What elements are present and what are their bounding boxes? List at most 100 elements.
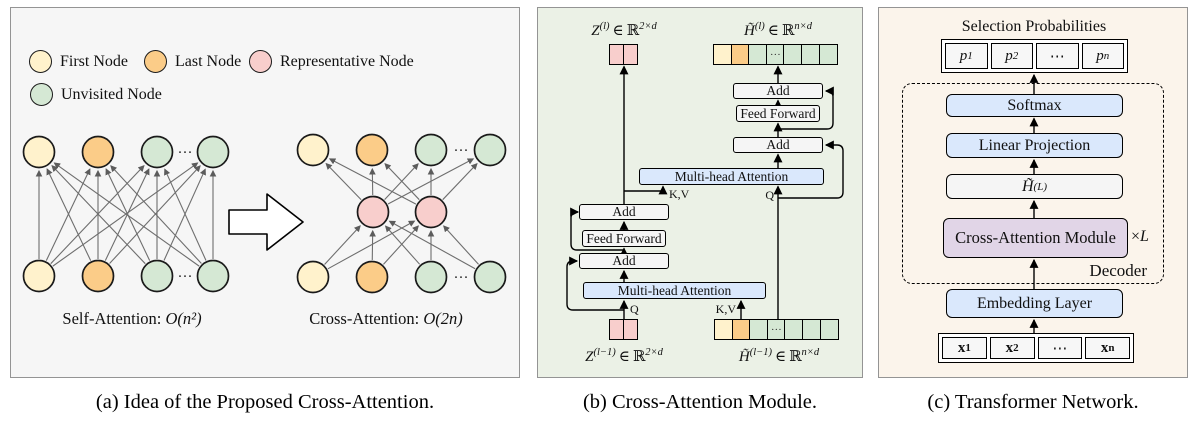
caption-b: (b) Cross-Attention Module. [582, 391, 818, 413]
caption-c: (c) Transformer Network. [927, 391, 1139, 413]
h-in-label: H̃(l−1)∈ℝn×d [738, 347, 820, 365]
attention-edge [327, 220, 416, 270]
array-cell [749, 319, 769, 340]
attention-edge [51, 164, 146, 265]
array-cell-dots: ··· [765, 44, 785, 65]
hidden-state-box: H̃(L) [946, 174, 1123, 199]
decoder-dashed-box [902, 83, 1164, 284]
panel-cross-attention-module: Z(l)∈ℝ2×d H̃(l)∈ℝn×d ··· Add Feed Forwar… [537, 7, 863, 378]
array-cell [819, 319, 839, 340]
attention-edge [50, 164, 145, 265]
node-unvisited [140, 259, 174, 293]
graph-nodes [22, 133, 507, 294]
q-port-label: Q [765, 188, 774, 202]
z-out-array [609, 44, 638, 65]
ellipsis-dots: ··· ··· ··· ··· [178, 143, 469, 286]
network-wires-canvas [1029, 73, 1039, 333]
node-last [81, 259, 115, 293]
attention-edge [164, 168, 207, 261]
attention-edge [388, 220, 476, 270]
cross-attention-module-box: Cross-Attention Module [943, 218, 1128, 258]
attention-edge [384, 225, 421, 265]
linear-projection-box: Linear Projection [946, 133, 1123, 158]
attention-edge [328, 158, 417, 205]
q-port-label: Q [630, 302, 639, 316]
array-cell [783, 44, 803, 65]
multi-head-attention-box: Multi-head Attention [583, 282, 766, 299]
legend-item-unvisited-node: Unvisited Node [30, 83, 162, 106]
caption-a: (a) Idea of the Proposed Cross-Attention… [95, 391, 435, 413]
legend-item-last-node: Last Node [144, 50, 241, 73]
add-box: Add [733, 83, 823, 99]
self-attention-edges [35, 162, 217, 267]
embedding-layer-box: Embedding Layer [946, 289, 1123, 318]
node-first [22, 259, 56, 293]
legend-item-representative-node: Representative Node [249, 50, 414, 73]
feed-forward-box: Feed Forward [582, 230, 666, 247]
dots-label: ··· [178, 269, 193, 285]
legend-label: Unvisited Node [61, 85, 162, 103]
array-cell [713, 44, 732, 65]
cross-attention-complexity-label: Cross-Attention: O(2n) [276, 309, 496, 329]
attention-edge [110, 165, 202, 264]
attention-edge [384, 162, 420, 201]
last-node-swatch [144, 50, 167, 73]
array-cell [784, 319, 804, 340]
dots-label: ··· [178, 145, 193, 161]
array-cell-dots: ··· [766, 319, 786, 340]
array-cell [622, 319, 638, 340]
attention-edge [442, 162, 478, 201]
node-unvisited [196, 135, 230, 169]
complexity-math: O(n²) [165, 309, 202, 328]
attention-edge [52, 162, 199, 267]
multi-head-attention-box: Multi-head Attention [639, 168, 824, 185]
legend-label: Representative Node [280, 52, 414, 70]
node-last [355, 260, 389, 294]
input-cell-dots: ⋯ [1037, 337, 1083, 359]
node-last [355, 133, 389, 167]
array-cell [731, 319, 751, 340]
module-arrows [566, 65, 844, 319]
attention-edge [325, 162, 362, 201]
attention-edge [46, 168, 92, 261]
node-unvisited [473, 260, 507, 294]
node-unvisited [414, 133, 448, 167]
attention-edge [384, 163, 419, 200]
add-box: Add [579, 204, 669, 220]
array-cell [714, 319, 733, 340]
z-in-array [609, 319, 638, 340]
node-representative [356, 195, 390, 229]
array-cell [748, 44, 768, 65]
self-attention-complexity-label: Self-Attention: O(n²) [22, 309, 242, 329]
z-in-label: Z(l−1)∈ℝ2×d [585, 347, 663, 365]
selection-probabilities-title: Selection Probabilities [961, 18, 1107, 35]
unvisited-node-swatch [30, 83, 53, 106]
label-text: Self-Attention: [62, 309, 162, 328]
node-first [296, 260, 330, 294]
z-out-label: Z(l)∈ℝ2×d [591, 21, 657, 39]
decoder-label: Decoder [1089, 261, 1147, 280]
hidden-base: H̃ [1021, 177, 1034, 195]
h-out-label: H̃(l)∈ℝn×d [744, 21, 812, 39]
legend-label: Last Node [175, 52, 242, 70]
legend-label: First Node [60, 52, 128, 70]
cross-attention-edges [324, 158, 479, 270]
label-text: Cross-Attention: [309, 309, 420, 328]
attention-edge [109, 165, 201, 264]
kv-port-label: K,V [715, 302, 736, 316]
node-unvisited [414, 260, 448, 294]
node-unvisited [473, 133, 507, 167]
softmax-box: Softmax [946, 94, 1123, 117]
node-unvisited [196, 259, 230, 293]
add-box: Add [579, 253, 669, 269]
array-cell [818, 44, 838, 65]
